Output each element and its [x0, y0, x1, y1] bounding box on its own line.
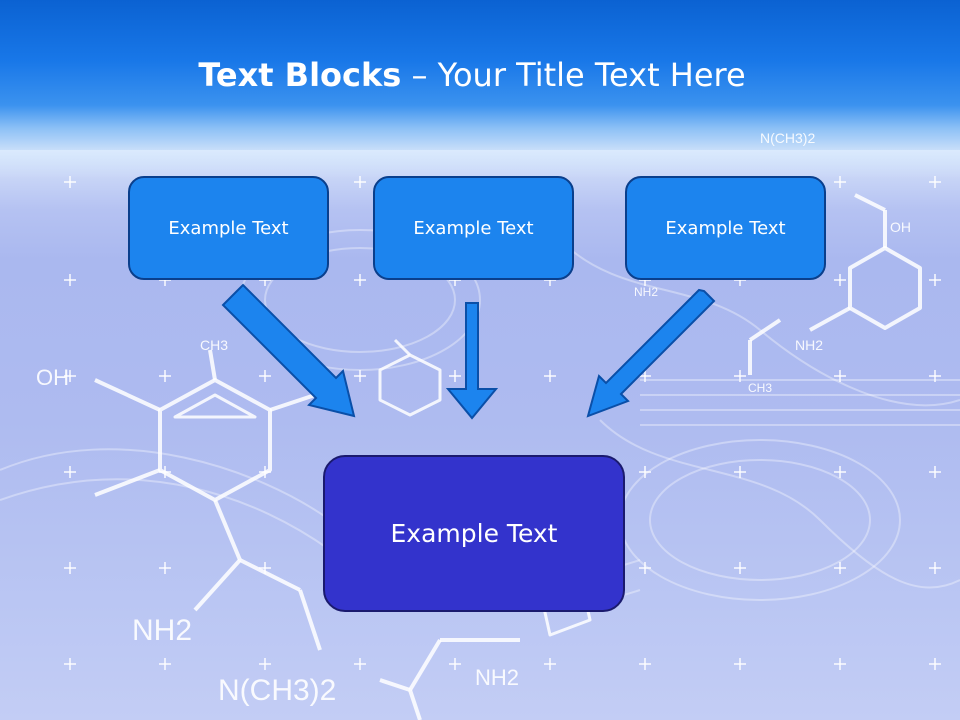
formula-label-nh2-mid: NH2: [634, 285, 658, 299]
main-text-block[interactable]: Example Text: [323, 455, 625, 612]
title-separator: –: [401, 56, 438, 94]
formula-label-nh2-lower: NH2: [475, 665, 519, 690]
formula-label-ch3-right: CH3: [748, 381, 772, 395]
slide-title: Text Blocks – Your Title Text Here: [0, 52, 944, 98]
formula-label-nh2: NH2: [132, 614, 192, 647]
background-light-band: [0, 150, 960, 178]
formula-label-oh-right: OH: [890, 219, 911, 235]
formula-label-nch3: N(CH3)2: [218, 674, 336, 707]
title-rest: Your Title Text Here: [437, 56, 746, 94]
formula-label-oh: OH: [36, 365, 69, 390]
title-bold-part: Text Blocks: [198, 56, 402, 94]
formula-label-ch3: CH3: [200, 337, 228, 353]
formula-label-nh2-right: NH2: [795, 337, 823, 353]
text-block-1-label: Example Text: [168, 217, 289, 239]
text-block-1[interactable]: Example Text: [128, 176, 329, 280]
text-block-3-label: Example Text: [665, 217, 786, 239]
text-block-2-label: Example Text: [413, 217, 534, 239]
formula-label-nch3-top: N(CH3)2: [760, 130, 815, 146]
text-block-2[interactable]: Example Text: [373, 176, 574, 280]
main-text-block-label: Example Text: [390, 519, 558, 548]
text-block-3[interactable]: Example Text: [625, 176, 826, 280]
